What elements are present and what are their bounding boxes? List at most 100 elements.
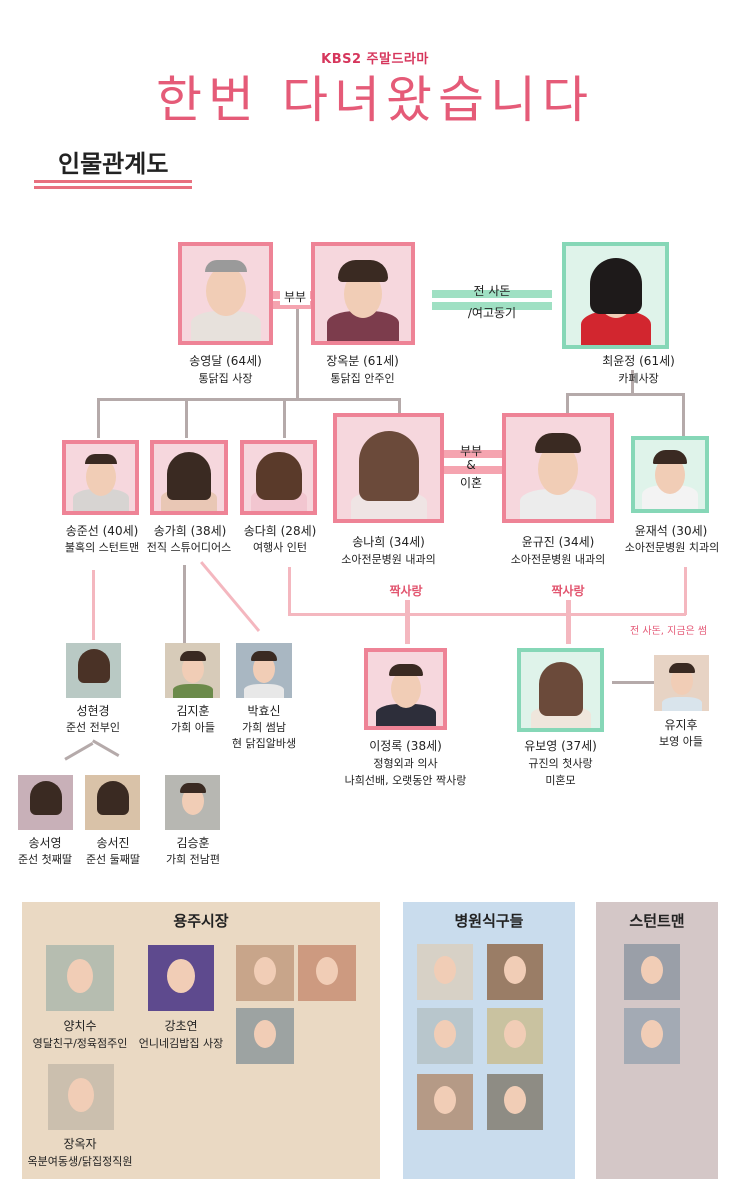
character-role: 정형외과 의사 — [373, 757, 438, 770]
connector-line — [92, 739, 120, 757]
broadcaster-label: KBS2 주말드라마 — [321, 52, 429, 67]
connector-line — [64, 742, 94, 761]
character-name: 송준선 (40세) — [65, 524, 139, 538]
character-role: 미혼모 — [545, 774, 576, 787]
character-role: 언니네김밥집 사장 — [138, 1037, 224, 1050]
portrait-yun-gyujin — [502, 413, 614, 523]
portrait-hospital-member — [417, 944, 473, 1000]
character-role: 영달친구/정육점주인 — [32, 1037, 128, 1050]
character-role: 보영 아들 — [659, 735, 703, 748]
crush-label: 짝사랑 — [389, 584, 423, 598]
divorce-label: 이혼 — [459, 476, 483, 490]
portrait-seong-hyeongyeong — [66, 643, 121, 698]
relation-line — [288, 613, 686, 616]
character-name: 송다희 (28세) — [243, 524, 317, 538]
connector-line — [398, 398, 401, 413]
connector-line — [566, 393, 684, 396]
character-name: 강초연 — [164, 1019, 198, 1033]
ex-inlaw-band — [432, 290, 552, 298]
relation-line — [684, 567, 687, 615]
relation-line — [288, 567, 291, 615]
connector-line — [631, 370, 634, 395]
portrait-lee-jeongrok — [364, 648, 447, 730]
character-role: 통닭집 사장 — [198, 372, 253, 385]
character-role: 여행사 인턴 — [252, 541, 308, 554]
character-role: 소아전문병원 치과의 — [624, 541, 720, 554]
character-name: 윤규진 (34세) — [521, 535, 595, 549]
couple-band — [440, 466, 502, 474]
connector-line — [183, 565, 186, 643]
character-name: 송영달 (64세) — [189, 354, 262, 368]
group-title: 용주시장 — [173, 912, 229, 930]
character-role: 가희 전남편 — [165, 853, 221, 866]
portrait-market-member — [298, 945, 356, 1001]
portrait-jang-okja — [48, 1064, 114, 1130]
character-name: 양치수 — [63, 1019, 97, 1033]
character-role: 준선 전부인 — [65, 721, 121, 734]
portrait-market-member — [236, 1008, 294, 1064]
drama-title: 한번 다녀왔습니다 — [156, 71, 594, 129]
connector-line — [97, 398, 100, 438]
crush-arrow — [566, 600, 571, 644]
character-name: 최윤정 (61세) — [602, 354, 675, 368]
portrait-song-nahee — [333, 413, 444, 523]
portrait-stunt-member — [624, 944, 680, 1000]
couple-label: 부부 — [280, 288, 310, 305]
ex-inlaw-label: /여고동기 — [467, 306, 517, 320]
portrait-yu-jihu — [654, 655, 709, 711]
portrait-song-gahee — [150, 440, 228, 515]
portrait-hospital-member — [417, 1074, 473, 1130]
portrait-song-junseon — [62, 440, 139, 515]
character-role: 소아전문병원 내과의 — [341, 553, 436, 566]
character-name: 김승훈 — [176, 836, 210, 850]
character-name: 유보영 (37세) — [524, 739, 597, 753]
character-role: 불혹의 스턴트맨 — [64, 541, 140, 554]
connector-line — [97, 398, 399, 401]
portrait-market-member — [236, 945, 294, 1001]
character-role: 옥분여동생/닭집정직원 — [27, 1155, 133, 1168]
portrait-jang-okbun — [311, 242, 415, 345]
character-name: 송서진 — [96, 836, 130, 850]
couple-label: & — [466, 458, 476, 472]
relation-line — [92, 570, 95, 640]
crush-arrow — [405, 600, 410, 644]
title-underline — [34, 180, 192, 183]
character-role: 현 닭집알바생 — [231, 737, 297, 750]
connector-line — [283, 398, 286, 438]
group-title: 병원식구들 — [454, 912, 524, 930]
character-role: 카페사장 — [618, 372, 659, 385]
portrait-kim-jihun — [165, 643, 220, 698]
connector-line — [566, 393, 569, 413]
portrait-song-seojin — [85, 775, 140, 830]
portrait-choi-yunjeong — [562, 242, 669, 349]
portrait-hospital-member — [417, 1008, 473, 1064]
character-name: 송서영 — [28, 836, 62, 850]
couple-band — [270, 301, 318, 309]
character-role: 통닭집 안주인 — [330, 372, 395, 385]
portrait-yun-jaeseok — [631, 436, 709, 513]
group-hospital: 병원식구들 — [403, 902, 575, 1179]
connector-line — [185, 398, 188, 438]
section-title: 인물관계도 — [58, 150, 169, 178]
character-role: 준선 둘째딸 — [85, 853, 141, 866]
group-stunt: 스턴트맨 — [596, 902, 718, 1179]
character-name: 유지후 — [664, 718, 698, 732]
portrait-hospital-member — [487, 1008, 543, 1064]
connector-line — [682, 393, 685, 437]
portrait-song-dahee — [240, 440, 317, 515]
couple-band — [440, 450, 502, 458]
character-role: 가희 아들 — [171, 721, 215, 734]
connector-line — [296, 300, 299, 400]
portrait-kim-seunghun — [165, 775, 220, 830]
character-name: 성현경 — [76, 704, 110, 718]
portrait-yang-chisu — [46, 945, 114, 1011]
portrait-park-hyosin — [236, 643, 292, 698]
group-market: 용주시장 양치수 영달친구/정육점주인 강초연 언니네김밥집 사장 장옥자 옥분… — [22, 902, 380, 1179]
character-name: 송나희 (34세) — [352, 535, 425, 549]
ex-inlaw-band — [432, 302, 552, 310]
crush-label: 짝사랑 — [551, 584, 585, 598]
character-name: 박효신 — [247, 704, 281, 718]
portrait-hospital-member — [487, 944, 543, 1000]
portrait-hospital-member — [487, 1074, 543, 1130]
character-role: 준선 첫째딸 — [17, 853, 73, 866]
